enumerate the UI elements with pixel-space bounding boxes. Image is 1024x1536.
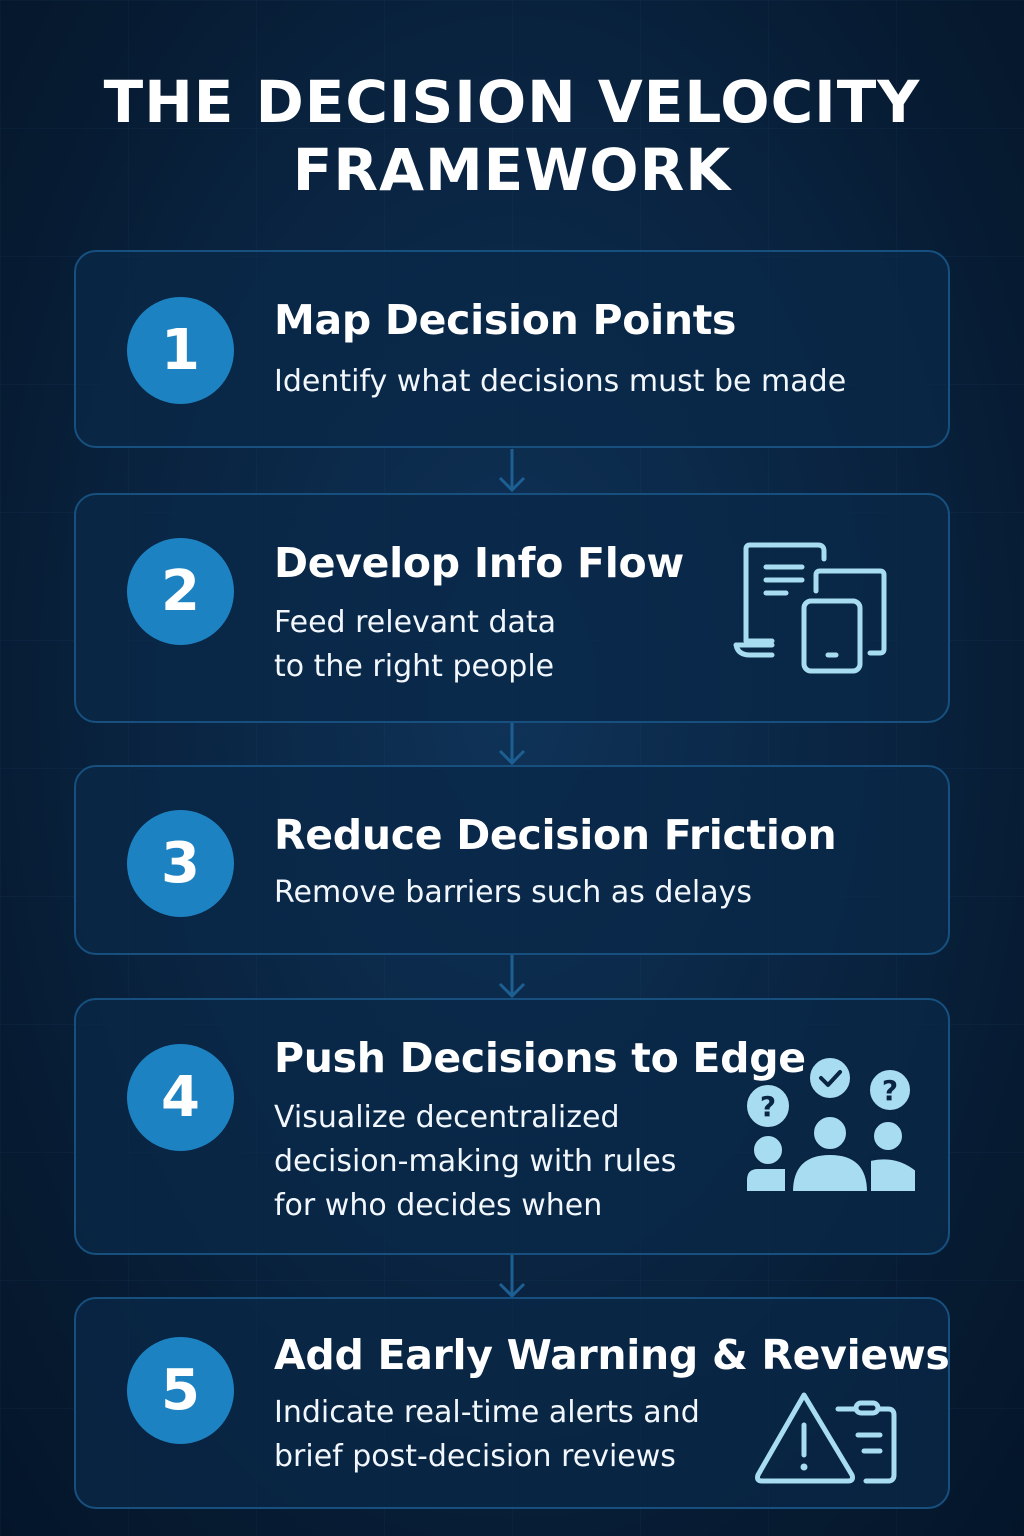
step-description: Indicate real-time alerts and brief post…: [274, 1395, 700, 1474]
step-number-badge: 2: [127, 538, 234, 645]
title-line-2: FRAMEWORK: [292, 136, 732, 204]
step-card-2: 2 Develop Info Flow Feed relevant data t…: [74, 493, 950, 723]
svg-text:?: ?: [760, 1090, 776, 1123]
step-number-badge: 1: [127, 297, 234, 404]
step-description: Identify what decisions must be made: [274, 364, 847, 399]
step-description: Visualize decentralized decision-making …: [274, 1100, 677, 1223]
arrow-down-connector: [498, 723, 526, 765]
page-title: THE DECISION VELOCITY FRAMEWORK: [0, 68, 1024, 204]
step-card-1: 1 Map Decision Points Identify what deci…: [74, 250, 950, 448]
step-card-3: 3 Reduce Decision Friction Remove barrie…: [74, 765, 950, 955]
step-description: Remove barriers such as delays: [274, 875, 752, 910]
step-title: Reduce Decision Friction: [274, 811, 837, 859]
warning-clipboard-icon: [755, 1392, 897, 1484]
arrow-down-connector: [498, 1255, 526, 1299]
arrow-down-icon: [498, 1255, 526, 1299]
devices-document-icon: [733, 542, 887, 674]
step-number-badge: 3: [127, 810, 234, 917]
step-title: Push Decisions to Edge: [274, 1034, 806, 1082]
step-card-4: 4 Push Decisions to Edge Visualize decen…: [74, 998, 950, 1255]
step-card-5: 5 Add Early Warning & Reviews Indicate r…: [74, 1297, 950, 1509]
arrow-down-icon: [498, 955, 526, 999]
team-decision-icon: ? ?: [746, 1058, 917, 1193]
arrow-down-connector: [498, 449, 526, 493]
title-line-1: THE DECISION VELOCITY: [103, 68, 921, 136]
arrow-down-icon: [498, 449, 526, 493]
step-title: Develop Info Flow: [274, 539, 684, 587]
step-title: Map Decision Points: [274, 296, 737, 344]
arrow-down-connector: [498, 955, 526, 999]
arrow-down-icon: [498, 723, 526, 765]
step-number-badge: 4: [127, 1044, 234, 1151]
step-title: Add Early Warning & Reviews: [274, 1331, 950, 1379]
step-description: Feed relevant data to the right people: [274, 605, 557, 684]
svg-text:?: ?: [882, 1074, 898, 1107]
step-number-badge: 5: [127, 1337, 234, 1444]
